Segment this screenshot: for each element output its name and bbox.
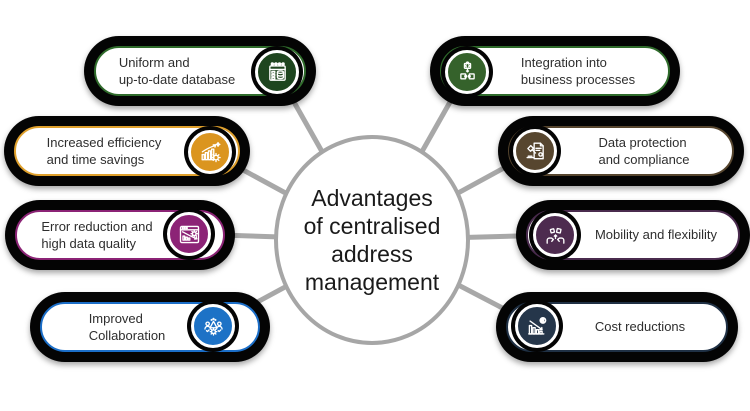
center-circle xyxy=(274,135,470,345)
pill-label-line: Mobility and flexibility xyxy=(594,227,718,243)
pill-label-line: Data protection xyxy=(598,134,687,150)
pill-label-line: and time savings xyxy=(46,152,145,167)
pill-label-line: Integration into xyxy=(520,54,607,70)
pill-label-line: Improved xyxy=(88,310,143,326)
pill-label-line: Cost reductions xyxy=(594,319,686,335)
center-title: Advantages of centralised address manage… xyxy=(277,168,467,312)
pill-label-line: and compliance xyxy=(598,152,690,167)
pill-label-line: business processes xyxy=(520,72,636,87)
database-calendar-icon xyxy=(255,50,299,94)
growth-chart-icon xyxy=(188,130,232,174)
integration-icon xyxy=(445,50,489,94)
cost-reduction-icon xyxy=(515,304,559,348)
compliance-icon xyxy=(513,129,557,173)
pill-efficiency: Increased efficiency and time savings xyxy=(4,116,250,186)
mobility-icon xyxy=(533,213,577,257)
center-title-line: Advantages xyxy=(311,184,433,211)
pill-label-line: Collaboration xyxy=(88,328,166,343)
center-title-line: address xyxy=(331,241,413,267)
pill-label-line: Uniform and xyxy=(118,54,190,70)
pill-label-line: Error reduction and xyxy=(41,218,153,234)
pill-label-line: up-to-date database xyxy=(118,72,236,87)
pill-label-line: high data quality xyxy=(41,236,137,251)
quality-chart-icon xyxy=(167,212,211,256)
collaboration-icon xyxy=(191,304,235,348)
center-title-line: of centralised xyxy=(303,212,441,239)
pill-label-line: Increased efficiency xyxy=(46,134,162,150)
center-title-line: management xyxy=(304,269,440,296)
